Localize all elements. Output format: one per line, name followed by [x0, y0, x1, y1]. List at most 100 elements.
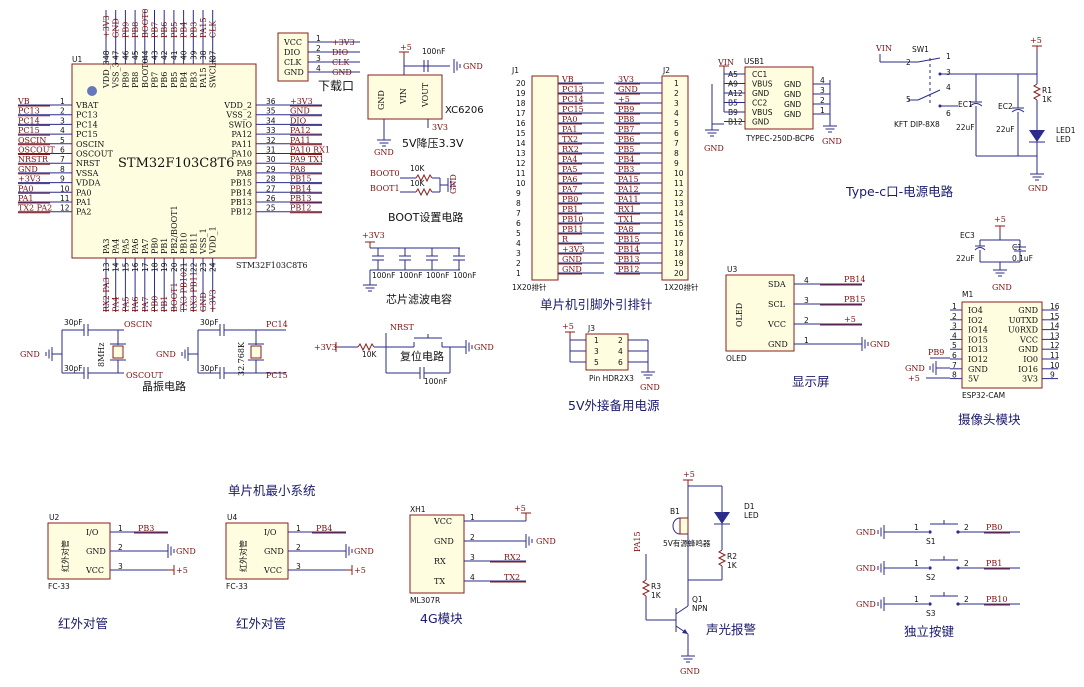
- cam-right-num: 15: [1050, 312, 1060, 321]
- mcu-right-num: 34: [266, 116, 276, 125]
- cam-right-num: 9: [1050, 371, 1055, 380]
- cam-right-name: U0RXD: [1008, 326, 1038, 335]
- cam-left-name: IO12: [968, 355, 988, 364]
- cam-left-num: 3: [952, 322, 957, 331]
- mcu-left-net: PC13: [18, 107, 40, 116]
- cam-right-num: 13: [1050, 331, 1060, 340]
- j1-pin-net: PB1: [562, 205, 578, 214]
- ir-pin-num: 3: [118, 562, 123, 571]
- j2-pin-net: TX1: [618, 215, 634, 224]
- mcu-top-net: PB3: [189, 22, 198, 38]
- ldo-regulator: GND VIN VOUT +5 100nF GND GND 3V3 XC6206…: [367, 43, 484, 157]
- filter-cap-value: 100nF: [399, 271, 422, 280]
- j2-pin-net: PB13: [618, 255, 639, 264]
- sw-num3: 3: [946, 68, 951, 77]
- oled-caption: 显示屏: [792, 374, 830, 389]
- mcu-left-name: PA2: [76, 208, 92, 217]
- gnd-symbol: [861, 336, 869, 352]
- ec1-val: 22uF: [956, 123, 975, 132]
- filter-cap-value: 100nF: [453, 271, 476, 280]
- mcu-left-num: 3: [60, 116, 65, 125]
- cam-right-name: GND: [1018, 345, 1038, 354]
- mcu-left-name: OSCOUT: [76, 150, 113, 159]
- mcu-left-name: VBAT: [75, 101, 99, 110]
- d1-ref: D1: [744, 502, 755, 511]
- mcu-left-num: 10: [60, 184, 70, 193]
- mcu-bottom-num: 16: [131, 262, 140, 272]
- mcu-bottom-net: +3V3: [209, 289, 218, 312]
- mcu-top-name: PB4: [180, 72, 189, 88]
- vcc-symbol: [167, 564, 175, 576]
- usb-vin: VIN: [717, 58, 734, 67]
- b1-part: 5V有源蜂鸣器: [663, 538, 711, 548]
- j1-pin-num: 2: [516, 259, 521, 268]
- cam-left-num: 6: [952, 351, 957, 360]
- download-pin-num: 1: [316, 34, 321, 43]
- filter-cap-value: 100nF: [372, 271, 395, 280]
- j1-pin-num: 9: [516, 189, 521, 198]
- xtal2-freq: 32.768K: [237, 341, 246, 376]
- xtal1-freq: 8MHz: [97, 343, 106, 367]
- cam-power-caps: +5 EC3 22uF C1 0.1uF GND: [956, 215, 1033, 292]
- mcu-right-net: PA11: [290, 136, 311, 145]
- mcu-part: STM32F103C8T6: [118, 156, 234, 171]
- mcu-bottom-num: 21: [180, 262, 189, 272]
- j2-pin-net: PB14: [618, 245, 639, 254]
- ir1-body: 红外对管: [60, 540, 70, 572]
- j3-caption: 5V外接备用电源: [568, 398, 660, 413]
- reset-cap: 100nF: [424, 377, 447, 386]
- sw-num1: 1: [946, 52, 951, 61]
- download-pin-name: CLK: [284, 58, 302, 67]
- alarm-gnd: GND: [680, 667, 700, 676]
- cam-right-name: IO16: [1018, 365, 1038, 374]
- mcu-bottom-num: 19: [160, 262, 169, 272]
- j1-pin-net: GND: [562, 255, 582, 264]
- usb-pin-name: VBUS: [752, 108, 773, 117]
- key-ref: S1: [926, 537, 936, 546]
- j2-pin-num: 6: [674, 129, 679, 138]
- xtal2-cap-bot: 30pF: [200, 364, 219, 373]
- j2-pin-num: 3: [674, 99, 679, 108]
- mcu-top-num: 37: [209, 50, 218, 60]
- j1-pin-net: TX2: [562, 135, 578, 144]
- power-caption: Type-c口-电源电路: [845, 184, 954, 199]
- mcu-bottom-name: VSS_1: [199, 228, 208, 255]
- mcu-top-name: PB7: [151, 72, 160, 88]
- mcu-left-net: VB: [17, 97, 30, 106]
- key-net: PB0: [986, 523, 1002, 532]
- filter-caption: 芯片滤波电容: [386, 292, 452, 306]
- mcu-bottom-net: RX2 PA3: [102, 277, 111, 312]
- reset-net: NRST: [390, 323, 415, 332]
- q1-ref: Q1: [692, 595, 703, 604]
- download-pin-num: 3: [316, 54, 321, 63]
- mcu-right-num: 27: [266, 184, 276, 193]
- reset-vcc: +3V3: [314, 343, 337, 352]
- mcu-top-net: BOOT0: [141, 8, 150, 38]
- g4-pin-name: RX: [434, 557, 446, 566]
- mcu-left-name: PA0: [76, 188, 92, 197]
- j1-pin-num: 18: [516, 99, 526, 108]
- r2-val: 1K: [727, 561, 738, 570]
- j1-pin-num: 14: [516, 139, 526, 148]
- mcu-left-num: 4: [60, 126, 65, 135]
- ir-pin-net: PB3: [138, 524, 154, 533]
- led1-part: LED: [1056, 135, 1071, 144]
- mcu-left-net: NRSTR: [18, 155, 49, 164]
- oled-pin-net: +5: [844, 315, 856, 324]
- reset-gnd: GND: [474, 343, 494, 352]
- j2-pin-num: 14: [674, 209, 684, 218]
- j1-pin-net: PA4: [562, 155, 578, 164]
- j2-pin-num: 7: [674, 139, 679, 148]
- key-pin-num: 1: [914, 559, 919, 568]
- mcu-bottom-name: PB2/BOOT1: [170, 205, 179, 254]
- xtal2-in: PC14: [266, 320, 288, 329]
- filter-net: +3V3: [362, 231, 385, 240]
- download-pin-num: 2: [316, 44, 321, 53]
- mcu-right-num: 29: [266, 165, 276, 174]
- mcu-bottom-net: PA7: [141, 296, 150, 312]
